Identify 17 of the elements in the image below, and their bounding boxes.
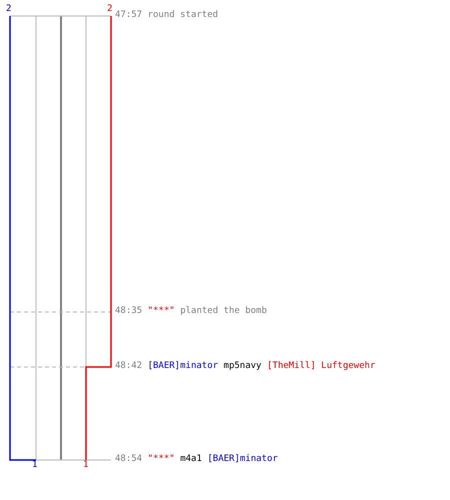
event-text: round started	[148, 10, 218, 20]
count-label: 1	[32, 460, 38, 471]
time-label: 47:57	[115, 10, 142, 20]
time-label: 48:35	[115, 306, 142, 316]
count-label: 2	[6, 4, 12, 15]
player-name: [BAER]minator	[148, 361, 218, 371]
time-label: 48:42	[115, 361, 142, 371]
player-name: "***"	[148, 306, 175, 316]
event-text: planted the bomb	[180, 306, 267, 316]
count-label: 2	[107, 4, 112, 15]
player-name: "***"	[148, 454, 175, 464]
time-label: 48:54	[115, 454, 142, 464]
weapon-name: mp5navy	[224, 361, 262, 371]
player-name: [TheMill] Luftgewehr	[266, 361, 376, 371]
count-label: 1	[83, 460, 88, 471]
weapon-name: m4a1	[180, 454, 202, 464]
player-name: [BAER]minator	[207, 454, 278, 464]
